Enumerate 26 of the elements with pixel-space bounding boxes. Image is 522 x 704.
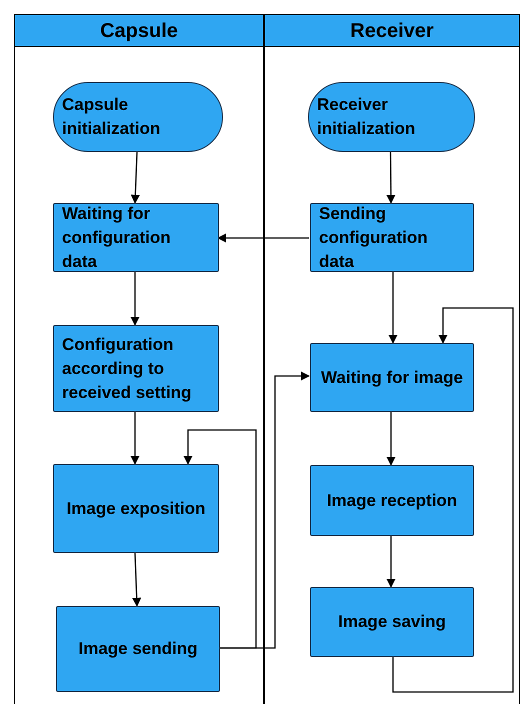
- start-terminal: Capsule initialization: [53, 82, 223, 152]
- process-box: Image reception: [310, 465, 474, 536]
- swimlane: [14, 14, 264, 704]
- arrow: [386, 412, 396, 466]
- process-box: Sending configuration data: [310, 203, 474, 272]
- arrow: [130, 412, 140, 465]
- swimlane: [264, 14, 520, 704]
- process-box: Waiting for image: [310, 343, 474, 412]
- arrow: [386, 152, 396, 204]
- lane-header: Capsule: [15, 14, 263, 47]
- start-terminal: Receiver initialization: [308, 82, 475, 152]
- process-box: Waiting for configuration data: [53, 203, 219, 272]
- arrow: [217, 233, 309, 243]
- lane-header: Receiver: [265, 14, 519, 47]
- arrow: [392, 307, 514, 693]
- process-box: Image exposition: [53, 464, 219, 553]
- arrow: [183, 429, 257, 649]
- process-box: Image sending: [56, 606, 220, 692]
- arrow: [219, 371, 310, 649]
- arrow: [386, 536, 396, 588]
- arrow: [130, 272, 140, 326]
- process-box: Image saving: [310, 587, 474, 657]
- process-box: Configuration according to received setting: [53, 325, 219, 412]
- arrow: [130, 152, 140, 204]
- arrow: [132, 552, 142, 607]
- arrow: [388, 272, 398, 344]
